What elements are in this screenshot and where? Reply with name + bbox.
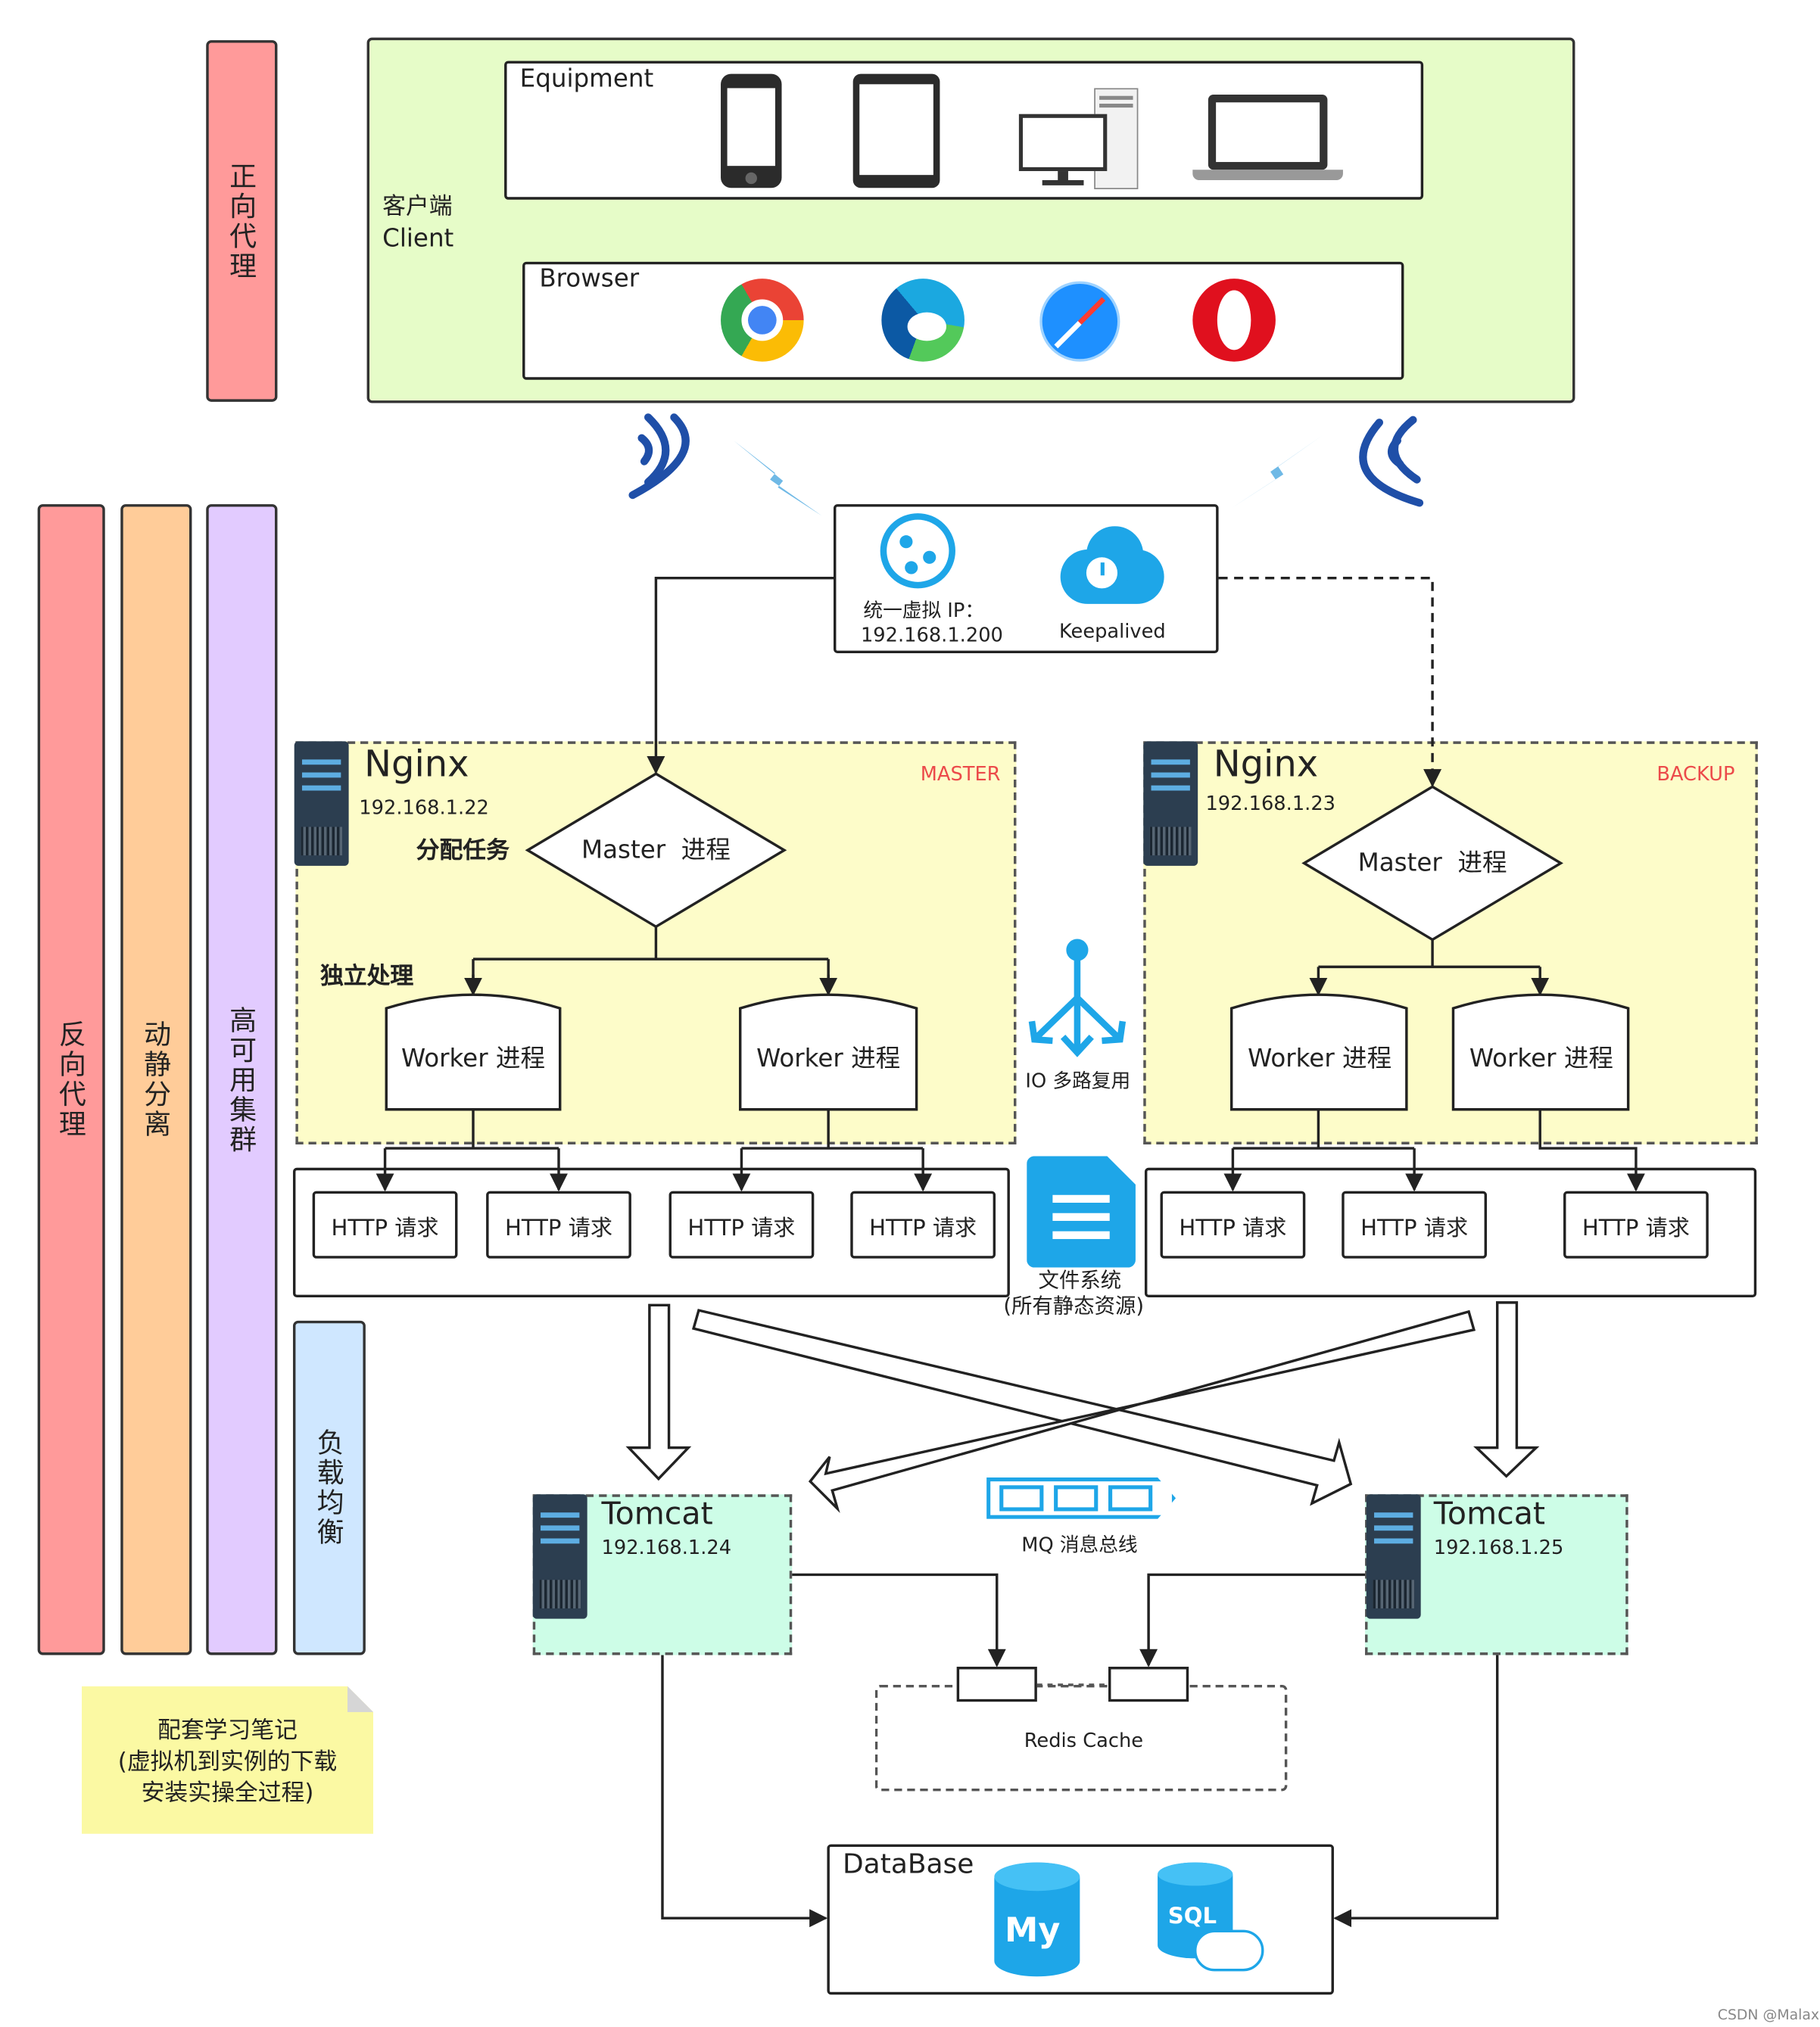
assign-task-label: 分配任务 bbox=[416, 837, 510, 865]
nginx-master-server-icon bbox=[294, 741, 349, 866]
ha-cluster-bar: 高可用集群 bbox=[206, 504, 278, 1655]
laptop-icon bbox=[1192, 94, 1343, 181]
nginx-backup-title: Nginx bbox=[1213, 743, 1319, 786]
mail-icon bbox=[999, 1485, 1044, 1512]
equipment-title: Equipment bbox=[519, 64, 654, 94]
worker-label: Worker 进程 bbox=[1469, 1045, 1613, 1073]
http-request: HTTP 请求 bbox=[1160, 1191, 1306, 1259]
worker-shape bbox=[1229, 993, 1408, 1111]
study-notes-note bbox=[81, 1686, 374, 1834]
note-line-2: (虚拟机到实例的下载 bbox=[117, 1748, 338, 1776]
wifi-signal-icon bbox=[1359, 416, 1424, 507]
opera-icon bbox=[1192, 279, 1276, 362]
mail-icon bbox=[1054, 1485, 1099, 1512]
lightning-icon bbox=[1231, 435, 1323, 509]
vip-to-master-line bbox=[647, 576, 834, 774]
safari-icon bbox=[1039, 281, 1120, 362]
http-request: HTTP 请求 bbox=[486, 1191, 631, 1259]
http-request: HTTP 请求 bbox=[1342, 1191, 1488, 1259]
hollow-arrow bbox=[691, 1309, 1353, 1506]
client-label-en: Client bbox=[382, 224, 454, 253]
note-line-3: 安装实操全过程) bbox=[141, 1779, 314, 1807]
independent-process-label: 独立处理 bbox=[319, 963, 414, 991]
nginx-master-role: MASTER bbox=[920, 761, 1001, 786]
nginx-master-title: Nginx bbox=[364, 743, 469, 786]
ha-cluster-label: 高可用集群 bbox=[226, 1004, 257, 1154]
redis-cache-region bbox=[874, 1684, 1288, 1792]
nginx-backup-role: BACKUP bbox=[1656, 761, 1735, 786]
load-balance-bar: 负载均衡 bbox=[292, 1320, 366, 1655]
worker-label: Worker 进程 bbox=[756, 1045, 901, 1073]
http-request: HTTP 请求 bbox=[1563, 1191, 1709, 1259]
worker-label: Worker 进程 bbox=[1248, 1045, 1392, 1073]
tomcat-1-title: Tomcat bbox=[601, 1495, 713, 1532]
edge-icon bbox=[881, 279, 965, 362]
tomcat-2-title: Tomcat bbox=[1433, 1495, 1546, 1532]
static-dynamic-bar: 动静分离 bbox=[120, 504, 192, 1655]
reverse-proxy-label: 反向代理 bbox=[55, 1020, 87, 1140]
io-mux-label: IO 多路复用 bbox=[1025, 1069, 1131, 1093]
vip-to-backup-line bbox=[1218, 576, 1442, 788]
filesystem-label-2: (所有静态资源) bbox=[1003, 1293, 1145, 1319]
nginx-backup-server-icon bbox=[1143, 741, 1198, 866]
io-mux-icon bbox=[1028, 939, 1127, 1057]
worker-label: Worker 进程 bbox=[400, 1045, 545, 1073]
vip-label-2: 192.168.1.200 bbox=[860, 623, 1003, 647]
note-line-1: 配套学习笔记 bbox=[157, 1717, 298, 1745]
forward-proxy-label: 正向代理 bbox=[226, 161, 257, 281]
tomcat-1-server-icon bbox=[532, 1494, 587, 1619]
nginx-master-ip: 192.168.1.22 bbox=[359, 796, 489, 820]
hollow-arrow bbox=[625, 1303, 692, 1481]
tablet-icon bbox=[852, 73, 940, 188]
mail-icon bbox=[1108, 1485, 1153, 1512]
mysql-icon: My bbox=[994, 1862, 1080, 1977]
vip-label-1: 统一虚拟 IP： bbox=[863, 599, 985, 622]
http-request: HTTP 请求 bbox=[312, 1191, 458, 1259]
desktop-pc-icon bbox=[1018, 88, 1139, 189]
tomcat-2-ip: 192.168.1.25 bbox=[1433, 1536, 1564, 1559]
backup-master-process-label: Master 进程 bbox=[1357, 848, 1507, 878]
keepalived-label: Keepalived bbox=[1058, 619, 1166, 643]
worker-shape bbox=[739, 993, 918, 1111]
mq-label: MQ 消息总线 bbox=[1021, 1533, 1138, 1557]
http-request: HTTP 请求 bbox=[850, 1191, 996, 1259]
redis-label: Redis Cache bbox=[1024, 1729, 1144, 1753]
watermark: CSDN @Malax bbox=[1717, 2006, 1820, 2023]
worker-shape bbox=[1451, 993, 1630, 1111]
chrome-icon bbox=[721, 279, 804, 362]
mq-bus-icon bbox=[986, 1477, 1176, 1519]
forward-proxy-bar: 正向代理 bbox=[206, 40, 278, 402]
wifi-signal-icon bbox=[628, 413, 690, 500]
file-document-icon bbox=[1027, 1156, 1136, 1268]
worker-shape bbox=[385, 993, 562, 1111]
network-globe-icon bbox=[880, 513, 955, 589]
browser-title: Browser bbox=[539, 264, 640, 293]
master-process-label: Master 进程 bbox=[581, 836, 731, 865]
http-request: HTTP 请求 bbox=[668, 1191, 815, 1259]
client-label-cn: 客户端 bbox=[382, 193, 453, 221]
redis-node bbox=[956, 1667, 1037, 1702]
sql-cloud-icon: SQL bbox=[1158, 1862, 1269, 1977]
phone-icon bbox=[721, 73, 782, 188]
lightning-icon bbox=[734, 441, 822, 516]
redis-node bbox=[1108, 1667, 1189, 1702]
database-title: DataBase bbox=[842, 1848, 974, 1879]
hollow-arrow bbox=[808, 1309, 1476, 1514]
tomcat-2-server-icon bbox=[1366, 1494, 1421, 1619]
reverse-proxy-bar: 反向代理 bbox=[37, 504, 105, 1655]
keepalived-cloud-icon bbox=[1060, 521, 1164, 604]
load-balance-label: 负载均衡 bbox=[313, 1428, 345, 1548]
hollow-arrow bbox=[1473, 1301, 1540, 1478]
filesystem-label-1: 文件系统 bbox=[1038, 1267, 1122, 1293]
tomcat-1-ip: 192.168.1.24 bbox=[601, 1536, 732, 1559]
static-dynamic-label: 动静分离 bbox=[140, 1020, 172, 1140]
nginx-backup-ip: 192.168.1.23 bbox=[1205, 792, 1336, 816]
